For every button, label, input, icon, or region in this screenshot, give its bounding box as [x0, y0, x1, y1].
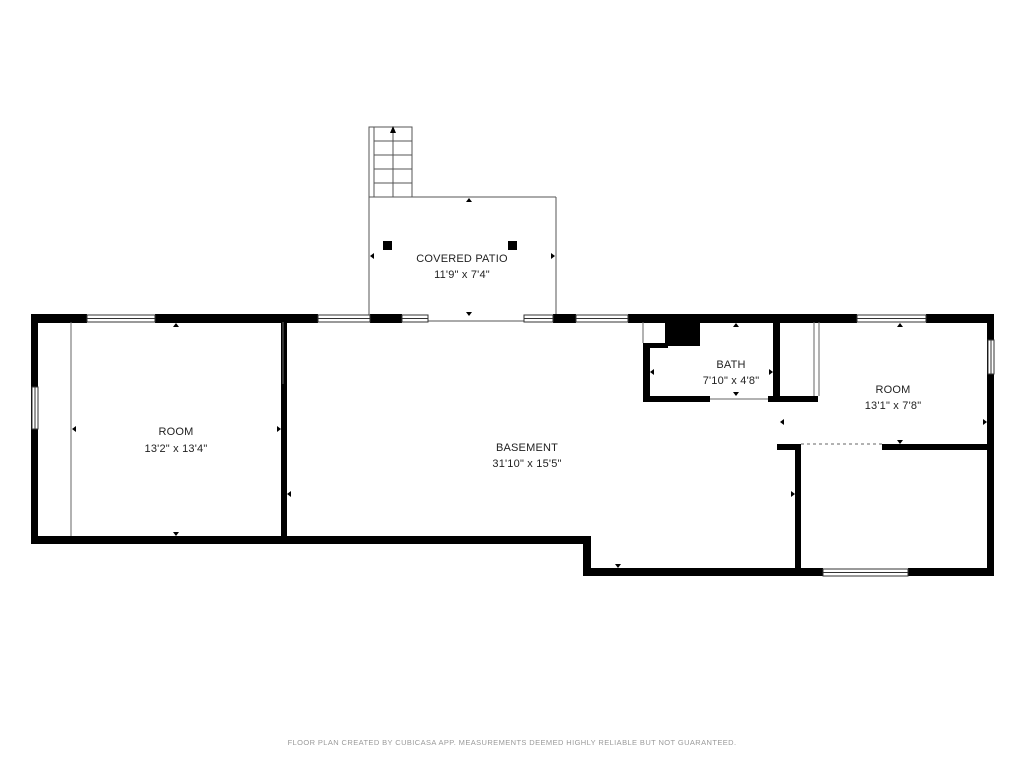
- bath-dims: 7'10" x 4'8": [703, 375, 760, 387]
- dimension-marker-icon: [466, 312, 472, 316]
- basement-name: BASEMENT: [496, 442, 558, 454]
- windows: [31, 314, 995, 577]
- basement-dims: 31'10" x 15'5": [492, 458, 561, 470]
- dimension-marker-icon: [277, 426, 281, 432]
- dimension-marker-icon: [733, 392, 739, 396]
- patio-post: [383, 241, 392, 250]
- dimension-marker-icon: [650, 369, 654, 375]
- dimension-marker-icon: [615, 564, 621, 568]
- room-left-name: ROOM: [158, 426, 193, 438]
- room-right-name: ROOM: [875, 384, 910, 396]
- room-left-dims: 13'2" x 13'4": [145, 443, 208, 455]
- dimension-marker-icon: [733, 323, 739, 327]
- dimension-marker-icon: [897, 440, 903, 444]
- covered-patio-name: COVERED PATIO: [416, 253, 508, 265]
- dimension-marker-icon: [173, 532, 179, 536]
- dimension-marker-icon: [287, 491, 291, 497]
- bath-name: BATH: [716, 359, 745, 371]
- thin-lines: [70, 322, 882, 536]
- room-right-dims: 13'1" x 7'8": [865, 400, 922, 412]
- dimension-marker-icon: [897, 323, 903, 327]
- dimension-marker-icon: [983, 419, 987, 425]
- dimension-marker-icon: [72, 426, 76, 432]
- dimension-marker-icon: [769, 369, 773, 375]
- dimension-markers: [72, 198, 987, 568]
- stairs-arrow-icon: [390, 126, 396, 133]
- dimension-marker-icon: [173, 323, 179, 327]
- dimension-marker-icon: [551, 253, 555, 259]
- dimension-marker-icon: [780, 419, 784, 425]
- patio-post: [508, 241, 517, 250]
- covered-patio-outline: [368, 196, 557, 322]
- dimension-marker-icon: [370, 253, 374, 259]
- footer-disclaimer: FLOOR PLAN CREATED BY CUBICASA APP. MEAS…: [288, 738, 737, 747]
- covered-patio-dims: 11'9" x 7'4": [434, 269, 490, 281]
- dimension-marker-icon: [466, 198, 472, 202]
- stairs: [368, 126, 413, 198]
- dimension-marker-icon: [791, 491, 795, 497]
